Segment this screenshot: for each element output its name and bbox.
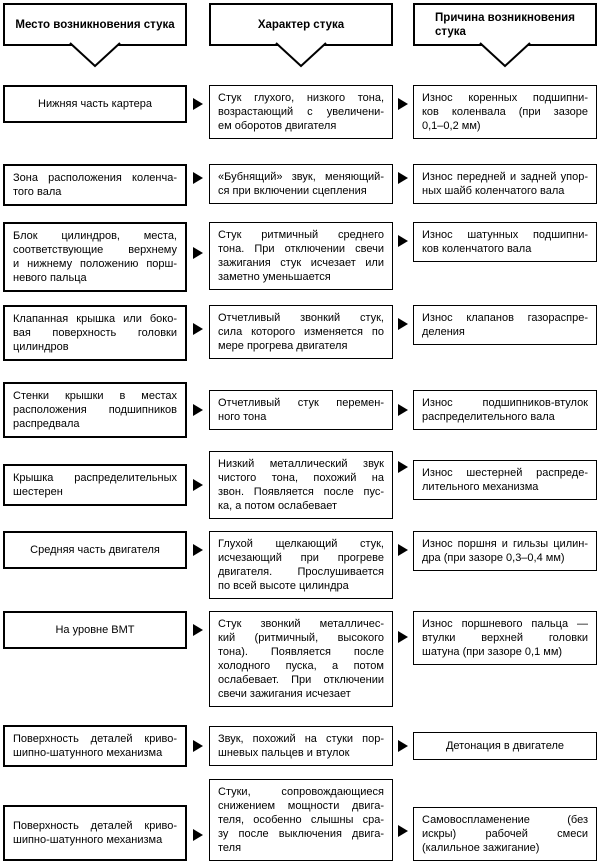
knock-cause-cell: Износ шатунных подшипни-ков коленчатого … xyxy=(413,222,597,262)
arrow-right-icon xyxy=(398,544,408,556)
knock-character-cell: «Бубнящий» звук, меняющий-ся при включен… xyxy=(209,164,393,204)
header-row: Место возникновения стука Характер стука… xyxy=(3,3,597,67)
pointer-notch-icon xyxy=(69,41,121,67)
knock-cause-cell: Износ передней и задней упор-ных шайб ко… xyxy=(413,164,597,204)
arrow-right-icon xyxy=(398,461,408,473)
header-knock-location: Место возникновения стука xyxy=(3,3,187,67)
knock-character-cell: Звук, похожий на стуки пор-шневых пальце… xyxy=(209,726,393,766)
arrow-right-icon xyxy=(398,318,408,330)
arrow-right-icon xyxy=(193,98,203,110)
arrow-right-icon xyxy=(398,631,408,643)
knock-location-cell: Нижняя часть картера xyxy=(3,85,187,123)
knock-location-cell: Поверхность деталей криво-шипно-шатунног… xyxy=(3,805,187,861)
arrow-right-icon xyxy=(398,235,408,247)
arrow-right-icon xyxy=(193,829,203,841)
knock-location-cell: Блок цилиндров, места,соответствующие ве… xyxy=(3,222,187,292)
knock-cause-cell: Износ шестерней распреде-лительного меха… xyxy=(413,460,597,500)
arrow-right-icon xyxy=(398,98,408,110)
knock-location-cell: Поверхность деталей криво-шипно-шатунног… xyxy=(3,725,187,767)
knock-location-cell: Клапанная крышка или боко-вая поверхност… xyxy=(3,305,187,361)
knock-character-cell: Отчетливый звонкий стук,сила которого из… xyxy=(209,305,393,359)
knock-character-cell: Глухой щелкающий стук,исчезающий при про… xyxy=(209,531,393,599)
pointer-notch-icon xyxy=(275,41,327,67)
arrow-right-icon xyxy=(193,624,203,636)
header-knock-location-label: Место возникновения стука xyxy=(15,18,175,31)
knock-character-cell: Отчетливый стук перемен-ного тона xyxy=(209,390,393,430)
diagnosis-row: Клапанная крышка или боко-вая поверхност… xyxy=(3,305,597,361)
arrow-right-icon xyxy=(193,479,203,491)
knock-cause-cell: Детонация в двигателе xyxy=(413,732,597,760)
knock-location-cell: Зона расположения коленча-того вала xyxy=(3,164,187,206)
diagnosis-row: Поверхность деталей криво-шипно-шатунног… xyxy=(3,779,597,861)
header-knock-character-label: Характер стука xyxy=(257,18,345,31)
arrow-right-icon xyxy=(193,404,203,416)
knock-cause-cell: Износ коренных подшипни-ков коленвала (п… xyxy=(413,85,597,139)
knock-character-cell: Стук звонкий металличес-кий (ритмичный, … xyxy=(209,611,393,707)
pointer-notch-icon xyxy=(479,41,531,67)
diagnosis-row: Нижняя часть картера Стук глухого, низко… xyxy=(3,85,597,139)
knock-character-cell: Стук глухого, низкого тона,возрастающий … xyxy=(209,85,393,139)
arrow-right-icon xyxy=(193,740,203,752)
diagnosis-row: Поверхность деталей криво-шипно-шатунног… xyxy=(3,725,597,767)
diagnosis-row: На уровне ВМТ Стук звонкий металличес-ки… xyxy=(3,611,597,707)
knock-cause-cell: Износ клапанов газораспре-деления xyxy=(413,305,597,345)
arrow-right-icon xyxy=(398,404,408,416)
diagnosis-row: Средняя часть двигателя Глухой щелкающий… xyxy=(3,531,597,599)
arrow-right-icon xyxy=(398,172,408,184)
arrow-right-icon xyxy=(193,247,203,259)
knock-cause-cell: Износ поршневого пальца —втулки верхней … xyxy=(413,611,597,665)
knock-cause-cell: Износ поршня и гильзы цилин-дра (при заз… xyxy=(413,531,597,571)
knock-location-cell: На уровне ВМТ xyxy=(3,611,187,649)
diagnosis-row: Блок цилиндров, места,соответствующие ве… xyxy=(3,222,597,292)
knock-location-cell: Средняя часть двигателя xyxy=(3,531,187,569)
header-knock-character: Характер стука xyxy=(209,3,393,67)
arrow-right-icon xyxy=(398,825,408,837)
diagnosis-row: Зона расположения коленча-того вала «Буб… xyxy=(3,164,597,206)
arrow-right-icon xyxy=(193,323,203,335)
arrow-right-icon xyxy=(398,740,408,752)
arrow-right-icon xyxy=(193,172,203,184)
arrow-right-icon xyxy=(193,544,203,556)
